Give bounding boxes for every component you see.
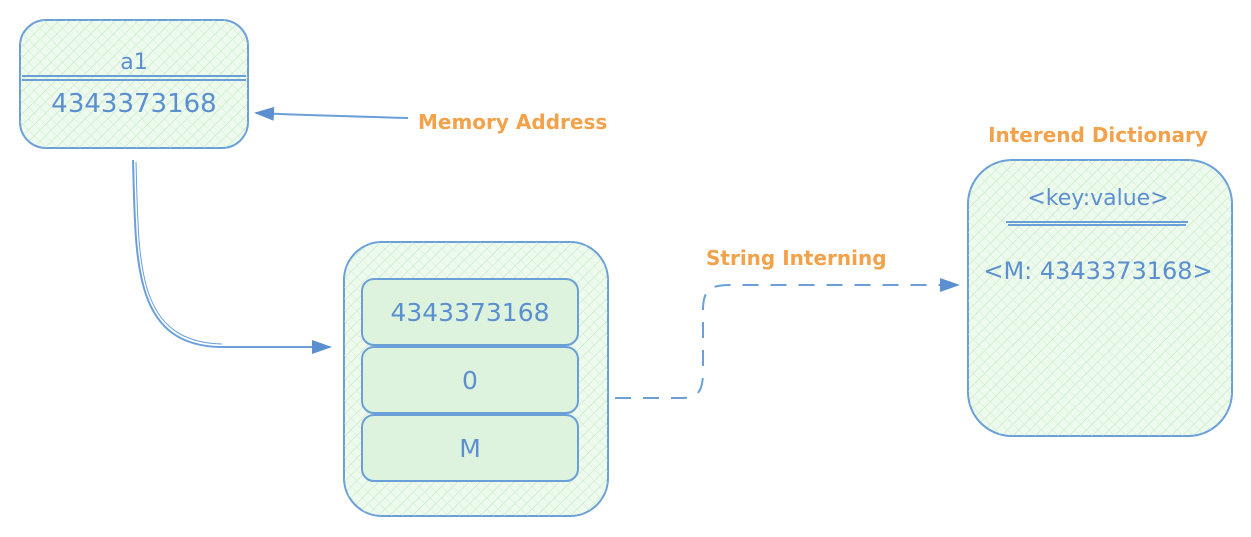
memory-address-label: Memory Address <box>418 110 607 134</box>
variable-address: 4343373168 <box>51 89 216 119</box>
object-field-value-text: M <box>459 434 481 463</box>
variable-name: a1 <box>120 50 147 75</box>
dictionary-header: <key:value> <box>1027 186 1168 211</box>
string-interning-label: String Interning <box>706 246 887 270</box>
object-field-value <box>361 414 579 482</box>
string-interning-arrow <box>615 278 960 399</box>
object-field-address-text: 4343373168 <box>390 298 549 327</box>
dictionary-box: <key:value> <M: 4343373168> <box>967 159 1233 437</box>
object-field-address <box>361 278 579 346</box>
object-box: 4343373168 0 M <box>343 241 609 517</box>
memory-address-arrow <box>254 106 409 121</box>
variable-box: a1 4343373168 <box>19 19 249 149</box>
object-field-refcount-text: 0 <box>462 366 478 395</box>
object-field-refcount <box>361 346 579 414</box>
dictionary-title: Interend Dictionary <box>988 123 1208 147</box>
reference-arrow <box>132 159 332 354</box>
dictionary-entry: <M: 4343373168> <box>983 257 1212 285</box>
reference-arrow-sketch <box>135 161 223 345</box>
